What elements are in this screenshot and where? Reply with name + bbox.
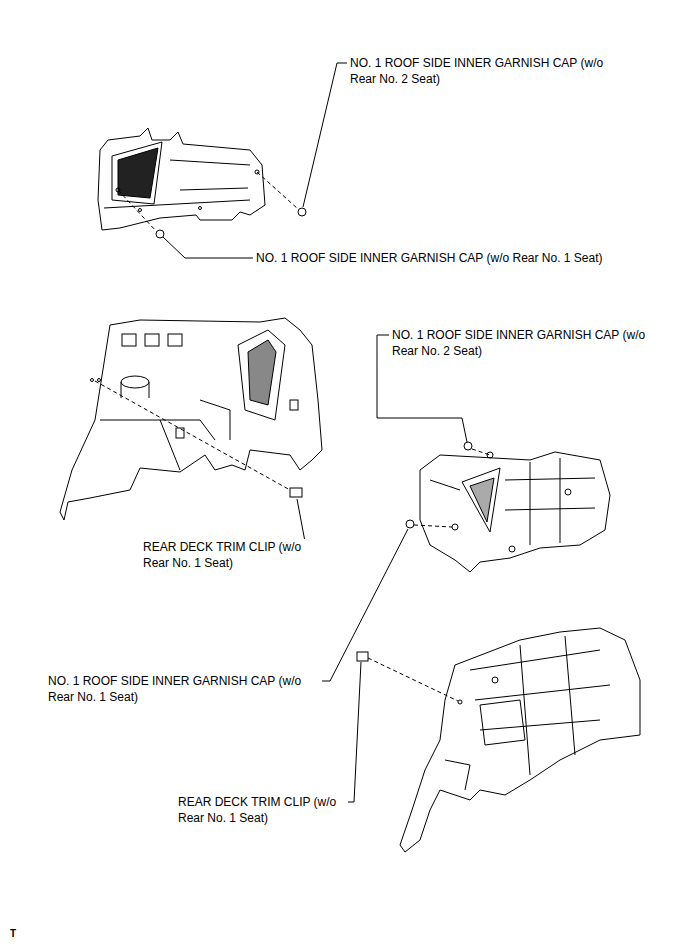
quarter-trim-panel-lower — [400, 628, 640, 852]
part-label: REAR DECK TRIM CLIP (w/o Rear No. 1 Seat… — [143, 539, 313, 571]
part-label: NO. 1 ROOF SIDE INNER GARNISH CAP (w/o R… — [392, 327, 648, 359]
quarter-trim-panel-upper — [98, 128, 265, 230]
part-label: NO. 1 ROOF SIDE INNER GARNISH CAP (w/o R… — [256, 250, 603, 266]
quarter-trim-panel-inner — [420, 452, 610, 572]
part-label: REAR DECK TRIM CLIP (w/o Rear No. 1 Seat… — [178, 794, 348, 826]
part-label: NO. 1 ROOF SIDE INNER GARNISH CAP (w/o R… — [48, 673, 304, 705]
quarter-trim-panel-left — [60, 318, 322, 520]
fasteners — [156, 208, 472, 661]
figure-code: T — [10, 926, 16, 942]
part-label: NO. 1 ROOF SIDE INNER GARNISH CAP (w/o R… — [350, 55, 606, 87]
